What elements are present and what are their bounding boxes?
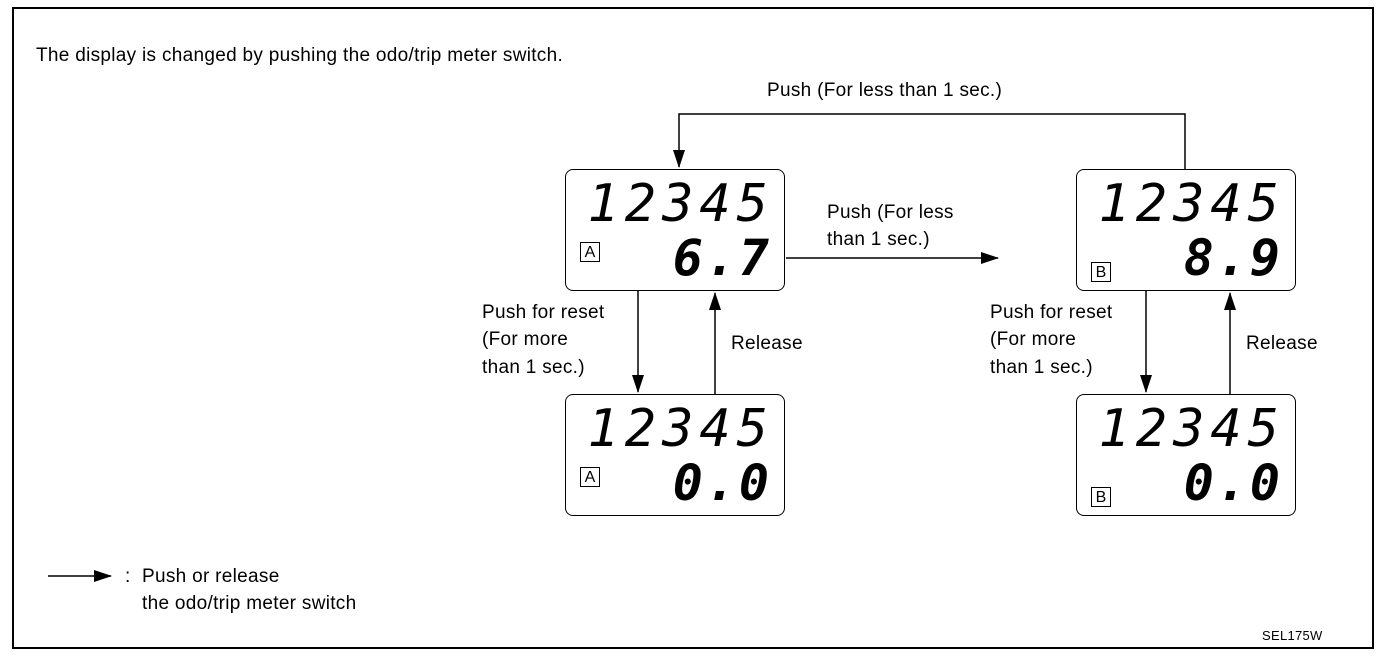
trip-b-label: B (1091, 262, 1111, 282)
top-push-label: Push (For less than 1 sec.) (767, 80, 1003, 101)
trip-reading: 0.0 (672, 454, 772, 512)
diagram-frame (12, 7, 1374, 649)
legend-line2: the odo/trip meter switch (142, 593, 357, 614)
reset-right-line1: Push for reset (990, 302, 1113, 323)
reset-left-line3: than 1 sec.) (482, 357, 585, 378)
meter-b-trip-display: 12345 B 8.9 (1076, 169, 1296, 291)
odometer-reading: 12345 (1098, 174, 1285, 234)
reset-left-line1: Push for reset (482, 302, 605, 323)
meter-a-trip-display: 12345 A 6.7 (565, 169, 785, 291)
trip-reading: 0.0 (1183, 454, 1283, 512)
odometer-reading: 12345 (587, 174, 774, 234)
release-right-label: Release (1246, 333, 1318, 354)
reset-right-line2: (For more (990, 329, 1077, 350)
reset-right-line3: than 1 sec.) (990, 357, 1093, 378)
loop-arrow-b-to-a (673, 113, 1186, 169)
odometer-reading: 12345 (1098, 399, 1285, 459)
legend-line1: Push or release (142, 566, 280, 587)
meter-b-reset-display: 12345 B 0.0 (1076, 394, 1296, 516)
trip-reading: 6.7 (672, 229, 772, 287)
trip-a-label: A (580, 467, 600, 487)
trip-b-label: B (1091, 487, 1111, 507)
trip-reading: 8.9 (1183, 229, 1283, 287)
intro-text: The display is changed by pushing the od… (36, 45, 564, 66)
trip-a-label: A (580, 242, 600, 262)
mid-push-label-line1: Push (For less (827, 202, 954, 223)
legend-colon: : (125, 566, 131, 587)
meter-a-reset-display: 12345 A 0.0 (565, 394, 785, 516)
reset-left-line2: (For more (482, 329, 569, 350)
figure-code: SEL175W (1262, 628, 1323, 643)
odometer-reading: 12345 (587, 399, 774, 459)
mid-push-label-line2: than 1 sec.) (827, 229, 930, 250)
release-left-label: Release (731, 333, 803, 354)
